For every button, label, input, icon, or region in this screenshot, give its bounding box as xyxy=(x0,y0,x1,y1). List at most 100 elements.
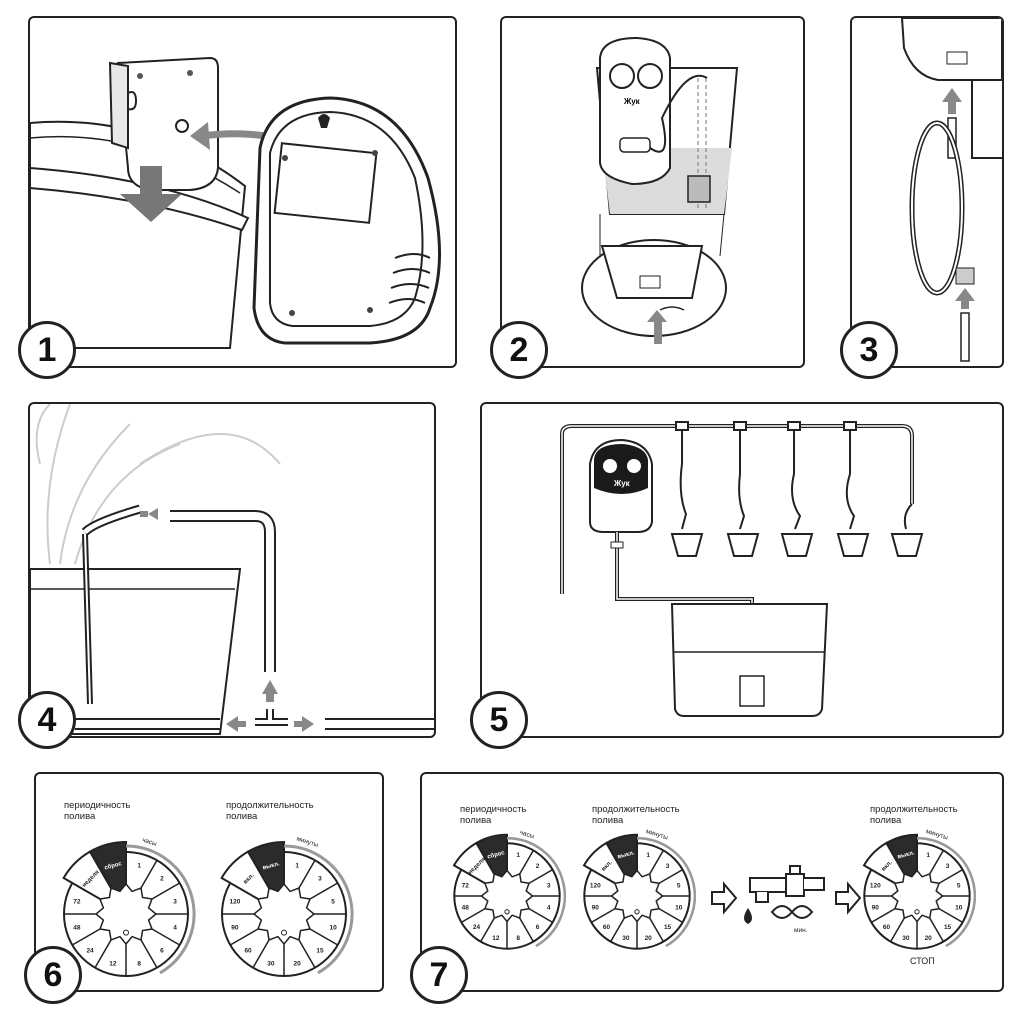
dial-tick-label: 1 xyxy=(926,852,930,859)
dial-tick-label: 90 xyxy=(231,925,239,932)
dial-tick-label: 3 xyxy=(666,863,670,870)
dial-tick-label: 30 xyxy=(622,935,630,942)
period-dial-label: периодичность полива xyxy=(64,800,131,822)
dial-tick-label: 90 xyxy=(592,905,600,912)
mount-controller-illustration xyxy=(30,56,441,349)
dial-tick-label: 120 xyxy=(590,882,601,889)
step-5-panel: Жук xyxy=(480,402,1004,738)
dial-tick-label: 120 xyxy=(229,898,240,905)
dial-tick-label: 10 xyxy=(675,905,683,912)
dial-tick-label: 1 xyxy=(295,862,299,869)
dial-knob[interactable] xyxy=(252,882,316,946)
dial-tick-label: 60 xyxy=(603,924,611,931)
brand-label: Жук xyxy=(623,97,641,106)
dial-tick-label: 60 xyxy=(883,924,891,931)
flow-unit-label: мин. xyxy=(794,927,808,934)
dial-tick-label: 48 xyxy=(462,905,470,912)
final-dial-label: продолжительность полива xyxy=(870,804,958,826)
dial-tick-label: 3 xyxy=(318,876,322,883)
dial-tick-label: 30 xyxy=(267,961,275,968)
dial-tick-label: 8 xyxy=(137,961,141,968)
dial-tick-label: 1 xyxy=(516,852,520,859)
dial-tick-label: 6 xyxy=(536,924,540,931)
dial-tick-label: 1 xyxy=(137,862,141,869)
step-1-badge: 1 xyxy=(18,321,76,379)
arrow-right-icon xyxy=(835,881,862,915)
dial-tick-label: 60 xyxy=(244,947,252,954)
dial-tick-label: 1 xyxy=(646,852,650,859)
dial-tick-label: 3 xyxy=(946,863,950,870)
dial-knob[interactable] xyxy=(94,882,158,946)
dial-tick-label: 5 xyxy=(677,882,681,889)
dial-tick-label: 12 xyxy=(492,935,500,942)
step-2-badge: 2 xyxy=(490,321,548,379)
dial-tick-label: 4 xyxy=(173,925,177,932)
dial-knob[interactable] xyxy=(610,869,664,923)
step-6-badge: 6 xyxy=(24,946,82,1004)
step-7-panel: периодичность полива продолжительность п… xyxy=(420,772,1004,992)
dial-tick-label: 4 xyxy=(547,905,551,912)
dial-tick-label: 5 xyxy=(331,898,335,905)
dial-unit-label: часы xyxy=(519,829,536,840)
step-3-panel xyxy=(850,16,1004,368)
period-dial-label: периодичность полива xyxy=(460,804,527,826)
step-6-panel: периодичность полива продолжительность п… xyxy=(34,772,384,992)
dial-knob[interactable] xyxy=(480,869,534,923)
dial-tick-label: 8 xyxy=(516,935,520,942)
dial-knob[interactable] xyxy=(890,869,944,923)
dial-tick-label: 5 xyxy=(957,882,961,889)
dial-unit-label: часы xyxy=(141,837,158,848)
dial-tick-label: 15 xyxy=(316,947,324,954)
dial-tick-label: 3 xyxy=(173,898,177,905)
dial-tick-label: 10 xyxy=(329,925,337,932)
dial-tick-label: 72 xyxy=(462,882,470,889)
dial-tick-label: 15 xyxy=(664,924,672,931)
step-4-badge: 4 xyxy=(18,691,76,749)
dial-tick-label: 2 xyxy=(536,863,540,870)
step-5-badge: 5 xyxy=(470,691,528,749)
dial-tick-label: 24 xyxy=(473,924,481,931)
dial-tick-label: 48 xyxy=(73,925,81,932)
step-3-badge: 3 xyxy=(840,321,898,379)
infinity-icon xyxy=(770,905,814,919)
system-layout-illustration: Жук xyxy=(560,421,924,717)
controller-on-tank-illustration: Жук xyxy=(581,36,739,344)
step-1-panel xyxy=(28,16,457,368)
dial-tick-label: 15 xyxy=(944,924,952,931)
brand-label: Жук xyxy=(613,479,631,488)
dial-tick-label: 24 xyxy=(86,947,94,954)
step-7-badge: 7 xyxy=(410,946,468,1004)
step-4-panel xyxy=(28,402,436,738)
segment-dark-label: выкл. xyxy=(897,850,916,860)
dial-tick-label: 20 xyxy=(925,935,933,942)
segment-dark-label: сброс xyxy=(104,860,123,871)
dial-tick-label: 3 xyxy=(547,882,551,889)
water-drop-icon xyxy=(744,908,752,924)
assemble-dripper-illustration xyxy=(30,404,434,735)
segment-dark-label: выкл. xyxy=(617,850,636,860)
dial-tick-label: 20 xyxy=(294,961,302,968)
segment-dark-label: выкл. xyxy=(262,861,281,871)
dial-tick-label: 30 xyxy=(902,935,910,942)
dial-tick-label: 90 xyxy=(872,905,880,912)
dial-tick-label: 10 xyxy=(955,905,963,912)
dial-tick-label: 20 xyxy=(645,935,653,942)
dial-tick-label: 12 xyxy=(109,961,117,968)
dial-tick-label: 2 xyxy=(160,876,164,883)
dial-tick-label: 72 xyxy=(73,898,81,905)
water-tap-icon xyxy=(749,865,825,903)
dial-tick-label: 120 xyxy=(870,882,881,889)
connect-hose-illustration xyxy=(900,18,1002,362)
segment-dark-label: сброс xyxy=(487,849,506,860)
arrow-right-icon xyxy=(711,881,738,915)
dial-tick-label: 6 xyxy=(160,947,164,954)
stop-caption: СТОП xyxy=(910,956,935,966)
step-2-panel: Жук xyxy=(500,16,805,368)
